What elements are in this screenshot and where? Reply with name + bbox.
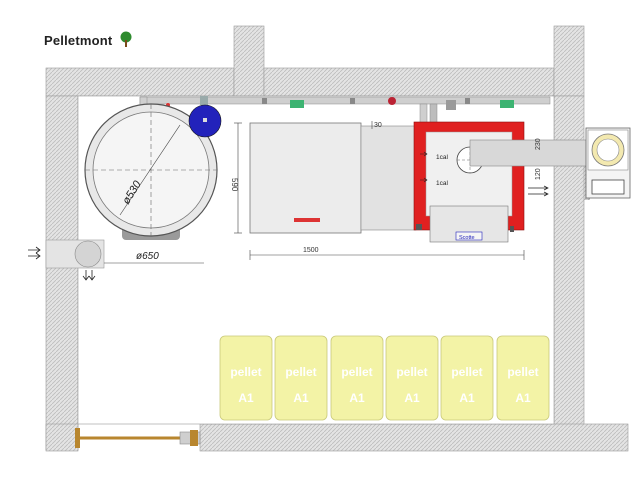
pellet-bag-line1: pellet [396,365,427,379]
boiler-depth-label: 590 [230,178,239,192]
storage-tank: ø530 ø650 [84,103,218,264]
pellet-bag-line2: A1 [515,391,531,405]
pellet-bag [274,335,328,421]
controller-brand-label: Scotte [459,235,475,241]
air-inlet-duct [28,239,105,281]
flow-marker-lower: 1cal [436,180,448,187]
brand-tree-icon [120,31,132,47]
tank-outer-diameter-label: ø650 [136,251,159,262]
pellet-bag [496,335,550,421]
pellet-bag [440,335,494,421]
pellet-bag-line2: A1 [238,391,254,405]
flue-pipe: 230 120 [469,138,589,197]
flow-marker-upper: 1cal [436,154,448,161]
pellet-bag-line2: A1 [404,391,420,405]
flue-height-upper-label: 230 [535,138,542,150]
pellet-bag [219,335,273,421]
chimney [585,127,631,199]
pellet-bag [385,335,439,421]
pellet-bag-line2: A1 [459,391,475,405]
clearance-label: 30 [374,122,382,129]
pellet-bag-line1: pellet [451,365,482,379]
pellet-bags: pellet A1 pellet A1 pellet A1 pellet A1 … [219,335,550,421]
pellet-bag-line1: pellet [341,365,372,379]
pellet-bag [330,335,384,421]
pellet-bag-line1: pellet [230,365,261,379]
flue-height-lower-label: 120 [535,168,542,180]
pellet-bag-line2: A1 [349,391,365,405]
brand-logo-text: Pelletmont [44,33,113,48]
pellet-bag-line1: pellet [285,365,316,379]
door-bar [75,428,201,448]
pellet-bag-line1: pellet [507,365,538,379]
pellet-hopper: 590 30 1500 [230,121,525,260]
pellet-bag-line2: A1 [293,391,309,405]
room-length-label: 1500 [303,247,319,254]
